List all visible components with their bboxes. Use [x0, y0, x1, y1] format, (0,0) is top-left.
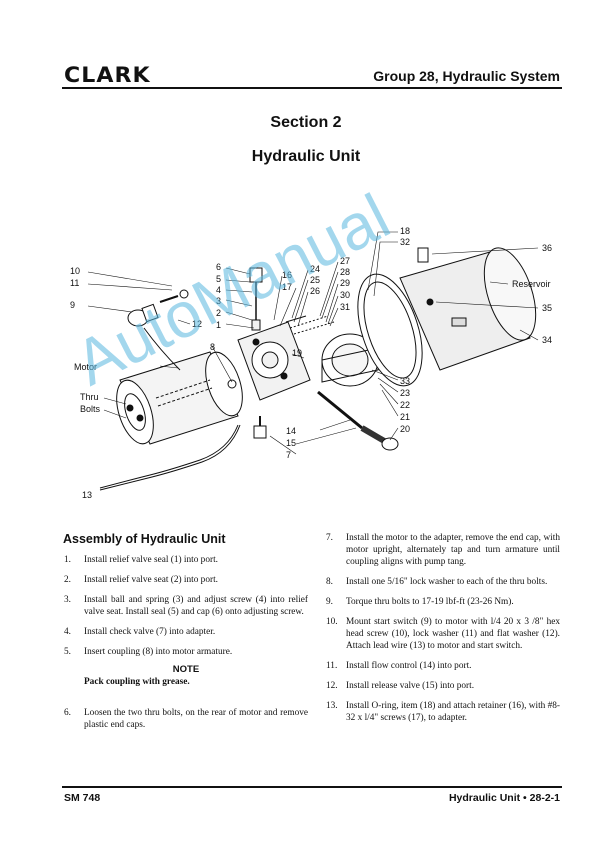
callout-labels: 10 11 9 12 6 5 4 3 2 1 8 16 17 24 25 26 … [70, 226, 552, 500]
callout-10: 10 [70, 266, 80, 276]
callout-12: 12 [192, 319, 202, 329]
section-title: Section 2 [270, 114, 342, 131]
callout-6: 6 [216, 262, 221, 272]
label-thru: Thru [80, 392, 99, 402]
callout-26: 26 [310, 286, 320, 296]
list-item: 10.Mount start switch (9) to motor with … [326, 617, 560, 651]
list-item: 7.Install the motor to the adapter, remo… [326, 533, 560, 567]
callout-30: 30 [340, 290, 350, 300]
list-item: 12.Install release valve (15) into port. [326, 681, 475, 691]
callout-19: 19 [292, 348, 302, 358]
footer-manual-id: SM 748 [64, 792, 101, 804]
callout-4: 4 [216, 285, 221, 295]
callout-9: 9 [70, 300, 75, 310]
list-item: 13.Install O-ring, item (18) and attach … [326, 701, 561, 723]
callout-17: 17 [282, 282, 292, 292]
callout-28: 28 [340, 267, 350, 277]
callout-22: 22 [400, 400, 410, 410]
label-reservoir: Reservoir [512, 279, 551, 289]
callout-25: 25 [310, 275, 320, 285]
callout-21: 21 [400, 412, 410, 422]
callout-2: 2 [216, 308, 221, 318]
list-item: 8.Install one 5/16" lock washer to each … [326, 577, 548, 587]
motor-drawing [99, 351, 243, 491]
assembly-steps-right: 7.Install the motor to the adapter, remo… [326, 532, 560, 724]
note-heading: NOTE [172, 664, 200, 675]
callout-7: 7 [286, 450, 291, 460]
assembly-steps-left-cont: 6.Loosen the two thru bolts, on the rear… [64, 707, 308, 731]
label-bolts: Bolts [80, 404, 101, 414]
callout-35: 35 [542, 303, 552, 313]
reservoir-drawing [357, 247, 537, 387]
section-subtitle: Hydraulic Unit [251, 148, 361, 165]
callout-leaders [87, 231, 539, 455]
callout-1: 1 [216, 320, 221, 330]
clark-logo: CLARK [64, 63, 151, 87]
callout-11: 11 [70, 278, 79, 288]
assembly-steps-left: 1.Install relief valve seal (1) into por… [64, 554, 308, 658]
list-item: 4.Install check valve (7) into adapter. [64, 627, 216, 637]
list-item: 5.Insert coupling (8) into motor armatur… [64, 647, 233, 657]
callout-15: 15 [286, 438, 296, 448]
callout-8: 8 [210, 342, 215, 352]
right-column: 7.Install the motor to the adapter, remo… [326, 532, 560, 732]
adapter-drawing [227, 267, 311, 439]
callout-5: 5 [216, 274, 221, 284]
group-title: Group 28, Hydraulic System [373, 68, 560, 84]
exploded-view-diagram: 10 11 9 12 6 5 4 3 2 1 8 16 17 24 25 26 … [70, 226, 552, 500]
callout-32: 32 [400, 237, 410, 247]
list-item: 6.Loosen the two thru bolts, on the rear… [64, 708, 308, 730]
callout-31: 31 [340, 302, 350, 312]
callout-23: 23 [400, 388, 410, 398]
pump-drawing [285, 315, 399, 451]
callout-33: 33 [400, 376, 410, 386]
list-item: 2.Install relief valve seat (2) into por… [64, 575, 218, 585]
callout-34: 34 [542, 335, 552, 345]
list-item: 1.Install relief valve seal (1) into por… [64, 555, 218, 565]
start-switch-drawing [127, 289, 189, 371]
callout-13: 13 [82, 490, 92, 500]
label-motor: Motor [74, 362, 97, 372]
callout-18: 18 [400, 226, 410, 236]
list-item: 3.Install ball and spring (3) and adjust… [64, 595, 308, 617]
footer-divider [62, 786, 562, 788]
callout-16: 16 [282, 270, 292, 280]
callout-29: 29 [340, 278, 350, 288]
list-item: 9.Torque thru bolts to 17-19 lbf-ft (23-… [326, 597, 514, 607]
footer-page-ref: Hydraulic Unit • 28-2-1 [448, 792, 560, 804]
callout-14: 14 [286, 426, 296, 436]
list-item: 11.Install flow control (14) into port. [326, 661, 472, 671]
callout-3: 3 [216, 296, 221, 306]
note-text: Pack coupling with grease. [84, 677, 190, 687]
assembly-heading: Assembly of Hydraulic Unit [63, 532, 226, 546]
callout-36: 36 [542, 243, 552, 253]
callout-24: 24 [310, 264, 320, 274]
callout-27: 27 [340, 256, 350, 266]
left-column: Assembly of Hydraulic Unit 1.Install rel… [63, 532, 308, 739]
header-divider [62, 87, 562, 89]
callout-20: 20 [400, 424, 410, 434]
